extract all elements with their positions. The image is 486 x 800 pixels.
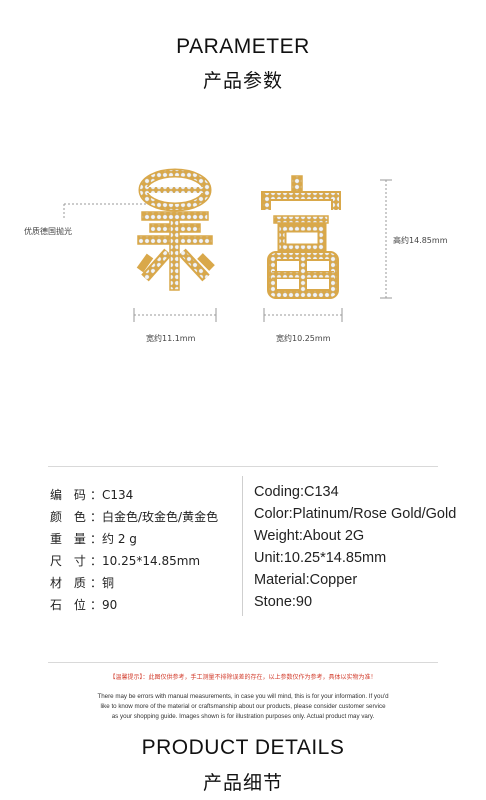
spec-label: 石 位	[50, 598, 90, 612]
height-label: 高约14.85mm	[393, 236, 448, 245]
spec-value: 铜	[102, 576, 115, 590]
spec-en-unit: Unit:10.25*14.85mm	[254, 550, 387, 566]
spec-row-code: 编 码：C134	[50, 488, 134, 502]
spec-row-stone: 石 位：90	[50, 598, 118, 612]
spec-label: 尺 寸	[50, 554, 90, 568]
notice-en-line2: like to know more of the material or cra…	[100, 703, 386, 710]
spec-en-material: Material:Copper	[254, 572, 358, 588]
spec-en-coding: Coding:C134	[254, 484, 339, 500]
notice-cn: 【温馨提示】：此图仅供参考，手工测量不排除误差的存在，以上参数仅作为参考，具体以…	[109, 674, 377, 681]
left-earring	[136, 168, 215, 291]
right-earring	[261, 175, 341, 299]
right-width-label: 宽约10.25mm	[276, 334, 331, 343]
spec-row-size: 尺 寸：10.25*14.85mm	[50, 554, 201, 568]
spec-value: 10.25*14.85mm	[102, 554, 201, 568]
spec-label: 编 码	[50, 488, 90, 502]
spec-row-weight: 重 量：约 2 g	[50, 532, 137, 546]
page-title-cn: 产品参数	[202, 70, 283, 92]
spec-value: C134	[102, 488, 134, 502]
spec-value: 90	[102, 598, 118, 612]
spec-label: 重 量	[50, 532, 90, 546]
notice-en-line1: There may be errors with manual measurem…	[97, 693, 389, 700]
callout-label: 优质德国抛光	[24, 227, 72, 236]
section-title-en: PRODUCT DETAILS	[141, 736, 345, 759]
product-image	[63, 168, 392, 322]
section-title-cn: 产品细节	[202, 772, 283, 794]
spec-en-stone: Stone:90	[254, 594, 313, 610]
spec-label: 颜 色	[50, 510, 90, 524]
spec-en-weight: Weight:About 2G	[254, 528, 365, 544]
spec-label: 材 质	[50, 576, 90, 590]
spec-value: 白金色/玫金色/黄金色	[102, 510, 219, 524]
spec-top-rule	[48, 466, 438, 467]
spec-value: 约 2 g	[102, 532, 137, 546]
spec-en-color: Color:Platinum/Rose Gold/Gold	[254, 506, 457, 522]
page-title-en: PARAMETER	[176, 35, 310, 58]
spec-divider	[242, 476, 243, 616]
notice-rule	[48, 662, 438, 663]
spec-row-material: 材 质：铜	[50, 576, 115, 590]
spec-row-color: 颜 色：白金色/玫金色/黄金色	[50, 510, 219, 524]
left-width-label: 宽约11.1mm	[146, 334, 196, 343]
notice-en-line3: as your shopping guide. Images shown is …	[111, 713, 375, 720]
